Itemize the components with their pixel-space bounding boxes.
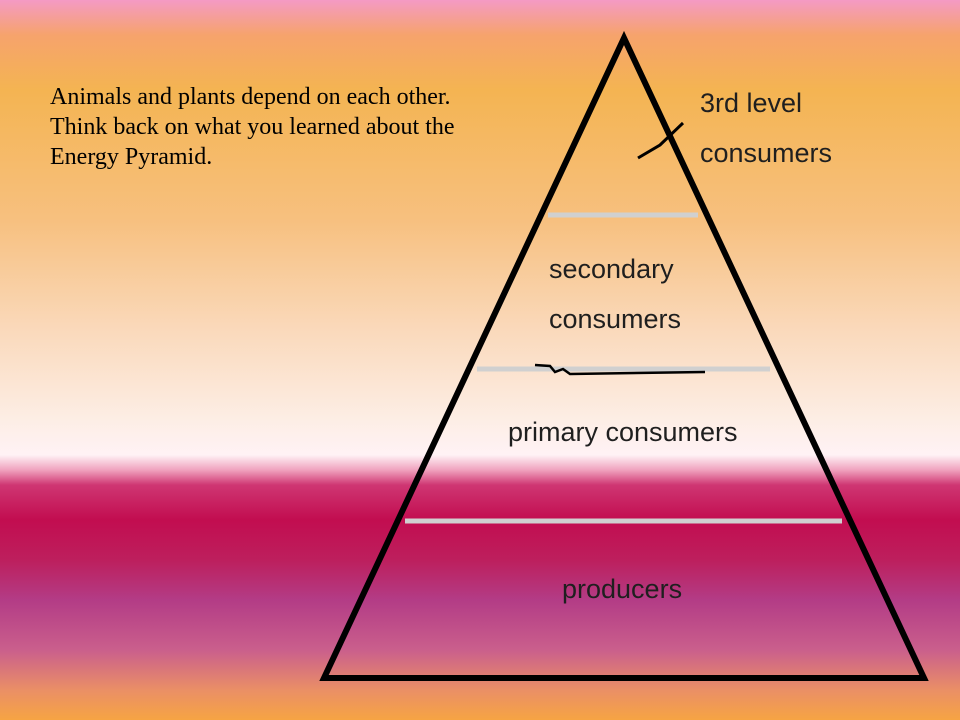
pointer-line-middle — [534, 363, 706, 376]
label-3rd-level-consumers: 3rd level consumers — [700, 88, 832, 168]
label-secondary-consumers: secondary consumers — [549, 254, 681, 334]
label-primary-consumers: primary consumers — [508, 417, 738, 447]
intro-text: Animals and plants depend on each other.… — [50, 84, 455, 170]
pointer-line-top — [637, 121, 685, 160]
label-producers: producers — [562, 574, 682, 604]
pyramid-outline — [319, 30, 929, 681]
